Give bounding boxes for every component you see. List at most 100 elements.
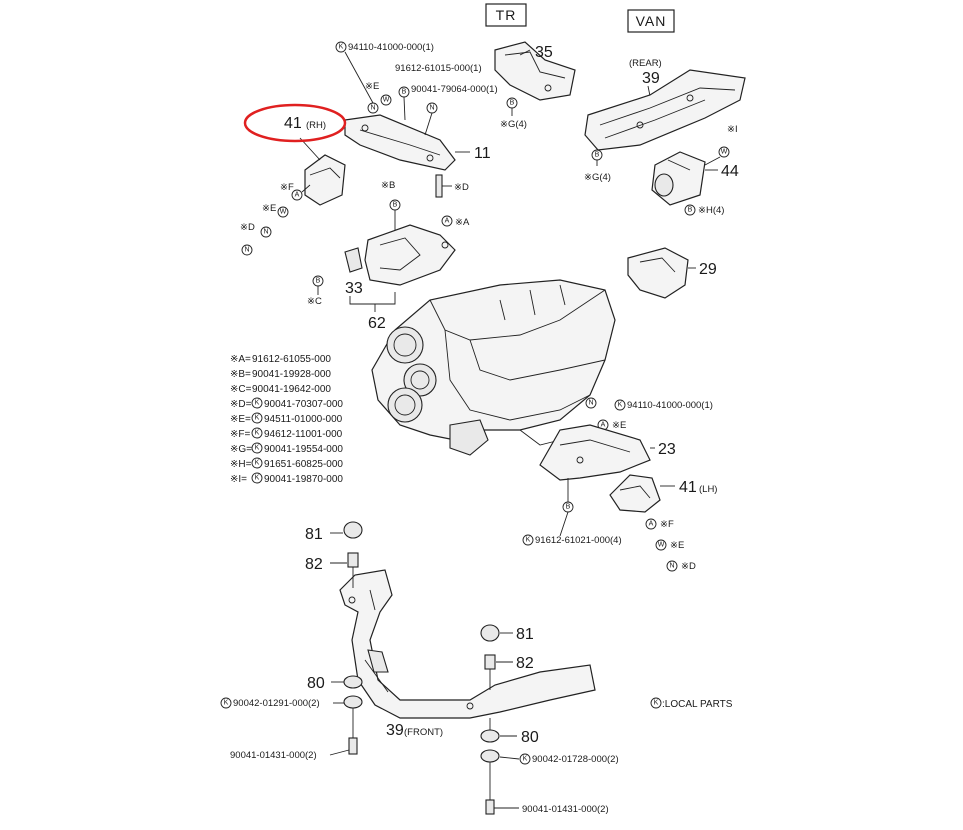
legend-value: 90041-19870-000 (264, 474, 343, 485)
bubble-b: B (316, 278, 321, 285)
legend-value: 90041-19642-000 (252, 384, 331, 395)
bubble-n: N (263, 229, 268, 236)
right-part-numbers: N K 94110-41000-000(1) A ※E (585, 397, 713, 431)
pn-91612-right: 91612-61021-000(4) (535, 535, 622, 546)
callout-29: 29 (699, 261, 717, 278)
bubble-n: N (244, 247, 249, 254)
engine-block (371, 279, 616, 456)
bubble-b: B (595, 152, 600, 159)
ref-e-right2: ※E (670, 540, 684, 551)
callout-41-rh: 41 (284, 115, 302, 132)
pn-90041-left: 90041-01431-000(2) (230, 750, 317, 761)
local-marker: K (523, 756, 528, 763)
legend-key: ※C= (230, 384, 252, 395)
legend-key: ※D= (230, 399, 252, 410)
left-mount-stack: 81 82 80 K 90042-01291-000(2) 90041-0143… (220, 521, 363, 761)
ref-g-tr: ※G(4) (500, 119, 527, 130)
pn-90041-right: 90041-01431-000(2) (522, 804, 609, 815)
ref-e-top: ※E (365, 81, 379, 92)
part-39-rear-crossmember: (REAR) 39 B ※G(4) (584, 58, 746, 183)
pn-91612-top: 91612-61015-000(1) (395, 63, 482, 74)
local-parts-note: K :LOCAL PARTS (650, 697, 733, 710)
callout-44: 44 (721, 163, 739, 180)
part-62-bracket: ※B B A ※A B ※C 33 62 (307, 180, 470, 332)
legend-value: 90041-19554-000 (264, 444, 343, 455)
bubble-a: A (445, 218, 450, 225)
ref-f-right: ※F (660, 519, 674, 530)
local-marker: K (255, 475, 260, 482)
callout-11: 11 (474, 145, 491, 162)
ref-d-mid: ※D (454, 182, 469, 193)
ref-d-left: ※D (240, 222, 255, 233)
legend-row-a: ※A= 91612-61055-000 (230, 354, 331, 365)
legend-value: 90041-70307-000 (264, 399, 343, 410)
part-39-front-crossmember: 39 (FRONT) (339, 569, 596, 739)
lh-tag: (LH) (699, 484, 717, 495)
callout-80-left: 80 (307, 675, 325, 692)
local-parts-label: :LOCAL PARTS (662, 699, 733, 710)
legend-row-i: ※I= K 90041-19870-000 (230, 472, 343, 485)
van-header: VAN (627, 9, 675, 33)
bubble-a: A (649, 521, 654, 528)
bubble-n: N (669, 563, 674, 570)
ref-e-left: ※E (262, 203, 276, 214)
legend-row-f: ※F= K 94612-11001-000 (230, 427, 343, 440)
ref-e-right: ※E (612, 420, 626, 431)
ref-i-van: ※I (727, 124, 738, 135)
legend-key: ※A= (230, 354, 251, 365)
pn-90042-left: 90042-01291-000(2) (233, 698, 320, 709)
legend-key: ※F= (230, 429, 250, 440)
callout-41-lh: 41 (679, 479, 697, 496)
tr-label: TR (496, 7, 517, 23)
callout-81-left: 81 (305, 526, 323, 543)
callout-35: 35 (535, 44, 553, 61)
part-29-bracket: 29 (627, 247, 717, 299)
bubble-w: W (658, 542, 665, 549)
bubble-w: W (383, 97, 390, 104)
ref-b-mid: ※B (381, 180, 395, 191)
right-mount-stack: 81 82 80 K 90042-01728-000(2) 90041-0143… (480, 624, 619, 815)
legend-row-h: ※H= K 91651-60825-000 (230, 457, 343, 470)
legend-row-e: ※E= K 94511-01000-000 (230, 412, 343, 425)
legend-value: 94612-11001-000 (264, 429, 343, 440)
pn-90041-top: 90041-79064-000(1) (411, 84, 498, 95)
pn-94110-right: 94110-41000-000(1) (627, 400, 713, 411)
ref-d-right: ※D (681, 561, 696, 572)
callout-82-left: 82 (305, 556, 323, 573)
callout-80-right: 80 (521, 729, 539, 746)
legend-key: ※E= (230, 414, 251, 425)
ref-h-van: ※H(4) (698, 205, 724, 216)
callout-39-front: 39 (386, 722, 404, 739)
legend-key: ※I= (230, 474, 247, 485)
bubble-b: B (393, 202, 398, 209)
callout-82-right: 82 (516, 655, 534, 672)
legend-key: ※G= (230, 444, 252, 455)
callout-81-right: 81 (516, 626, 534, 643)
legend-value: 91651-60825-000 (264, 459, 343, 470)
bubble-n: N (429, 105, 434, 112)
local-marker: K (255, 415, 260, 422)
local-marker: K (526, 537, 531, 544)
legend-row-c: ※C= 90041-19642-000 (230, 384, 331, 395)
ref-a-mid: ※A (455, 217, 470, 228)
part-41-rh-mount (299, 137, 346, 206)
front-tag: (FRONT) (404, 727, 443, 738)
local-marker: K (224, 700, 229, 707)
local-marker: K (255, 460, 260, 467)
pn-90042-right: 90042-01728-000(2) (532, 754, 619, 765)
ref-g-van: ※G(4) (584, 172, 611, 183)
van-label: VAN (636, 13, 667, 29)
callout-39-rear: 39 (642, 70, 660, 87)
left-ref-bubbles: ※F A ※E W ※D N N (240, 182, 311, 256)
part-41-lh-mount: 41 (LH) A ※F W ※E N ※D (609, 474, 717, 572)
callout-33: 33 (345, 280, 363, 297)
local-marker: K (339, 44, 344, 51)
part-23-bracket: 23 B K 91612-61021-000(4) (522, 424, 676, 546)
legend-key: ※B= (230, 369, 251, 380)
bubble-b: B (402, 89, 407, 96)
tr-header: TR (485, 3, 527, 27)
part-35-tr-bracket: 35 B ※G(4) (494, 41, 576, 130)
local-marker: K (654, 700, 659, 707)
ref-f-left: ※F (280, 182, 294, 193)
highlight-ellipse (243, 103, 347, 143)
